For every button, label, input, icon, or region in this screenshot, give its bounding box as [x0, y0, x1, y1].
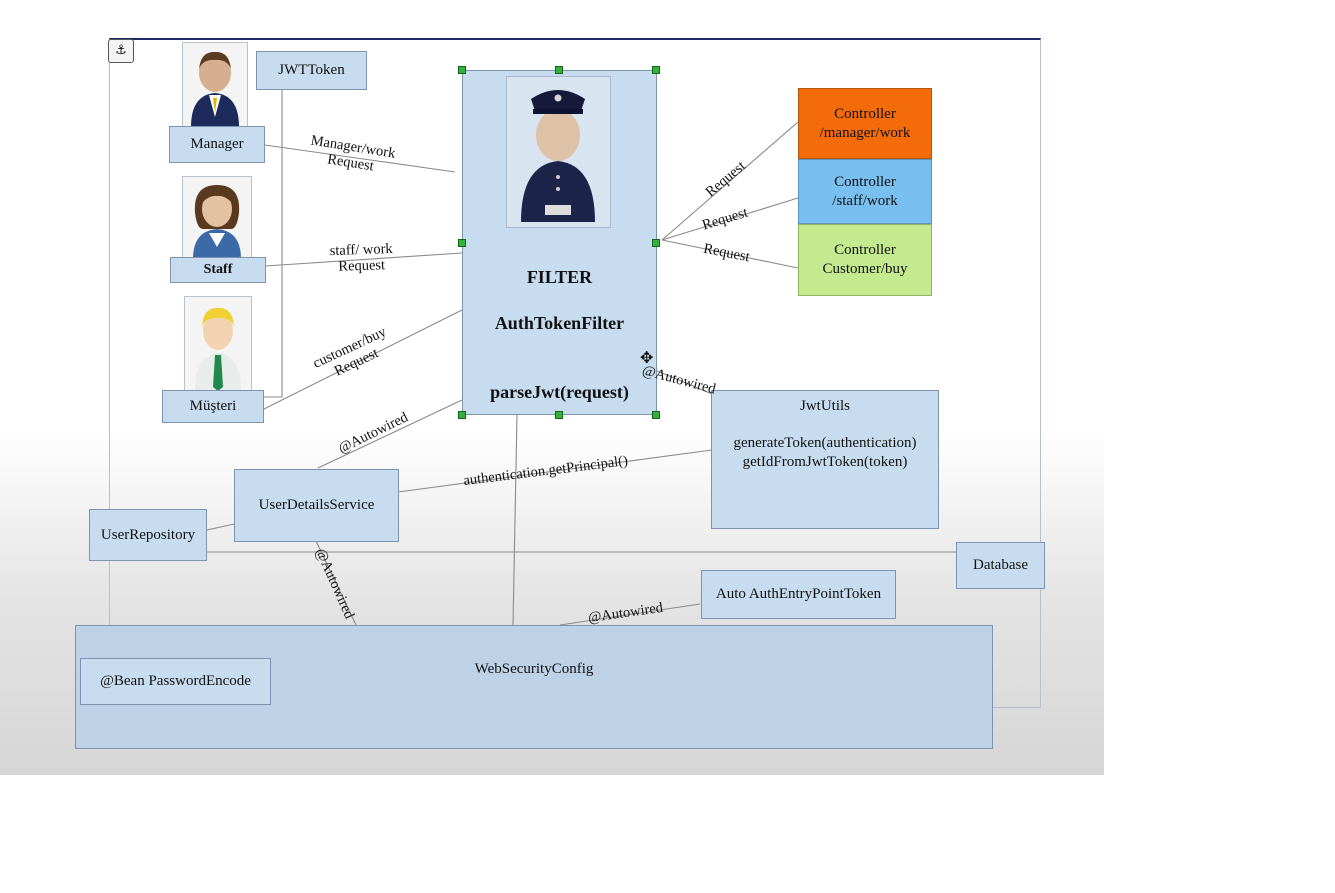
resize-handle[interactable]: [458, 66, 466, 74]
resize-handle[interactable]: [458, 239, 466, 247]
staff-person-icon: [193, 185, 241, 259]
jwt-token-label: JWTToken: [278, 62, 345, 79]
jwt-utils-title: JwtUtils: [799, 398, 850, 414]
auth-entry-point-box[interactable]: Auto AuthEntryPointToken: [701, 570, 896, 619]
user-repository-box[interactable]: UserRepository: [89, 509, 207, 561]
jwt-token-box[interactable]: JWTToken: [256, 51, 367, 90]
get-id-method: getIdFromJwtToken(token): [742, 453, 908, 470]
manager-label: Manager: [190, 136, 244, 153]
database-box[interactable]: Database: [956, 542, 1045, 589]
staff-box[interactable]: Staff: [170, 257, 266, 283]
police-officer-icon: [521, 90, 595, 222]
musteri-box[interactable]: Müşteri: [162, 390, 264, 423]
user-details-service-label: UserDetailsService: [258, 497, 375, 514]
resize-handle[interactable]: [458, 411, 466, 419]
controller1-line: [661, 121, 799, 241]
controller-manager-box[interactable]: Controller/manager/work: [798, 88, 932, 159]
move-cursor-icon: ✥: [640, 348, 654, 367]
password-encode-label: @Bean PasswordEncode: [100, 673, 251, 690]
resize-handle[interactable]: [652, 66, 660, 74]
musteri-avatar: [184, 296, 252, 392]
web-security-config-label: WebSecurityConfig: [474, 661, 594, 677]
auth-entry-point-label: Auto AuthEntryPointToken: [715, 586, 882, 603]
staff-request-label: staff/ work Request: [329, 240, 393, 275]
user-details-service-box[interactable]: UserDetailsService: [234, 469, 399, 542]
resize-handle[interactable]: [652, 239, 660, 247]
staff-request-line: [264, 252, 463, 267]
anchor-icon[interactable]: ⚓: [108, 39, 134, 63]
manager-request-line: [264, 144, 456, 173]
manager-avatar: [182, 42, 248, 128]
musteri-label: Müşteri: [189, 398, 237, 415]
resize-handle[interactable]: [555, 66, 563, 74]
resize-handle[interactable]: [652, 411, 660, 419]
manager-person-icon: [191, 51, 239, 127]
police-avatar: [506, 76, 611, 228]
customer-request-line: [261, 309, 463, 411]
staff-avatar: [182, 176, 252, 260]
controller-staff-box[interactable]: Controller/staff/work: [798, 159, 932, 224]
filter-title: FILTER: [526, 267, 593, 287]
auth-token-filter-box[interactable]: FILTER AuthTokenFilter parseJwt(request): [462, 70, 657, 415]
manager-box[interactable]: Manager: [169, 126, 265, 163]
staff-label: Staff: [203, 262, 233, 278]
filter-method: parseJwt(request): [490, 382, 629, 402]
customer-person-icon: [195, 307, 241, 391]
filter-name: AuthTokenFilter: [494, 313, 625, 333]
resize-handle[interactable]: [555, 411, 563, 419]
user-repository-label: UserRepository: [100, 526, 196, 543]
generate-token-method: generateToken(authentication): [733, 434, 917, 451]
database-label: Database: [973, 557, 1028, 574]
jwt-utils-box[interactable]: JwtUtils generateToken(authentication) g…: [711, 390, 939, 529]
password-encode-box[interactable]: @Bean PasswordEncode: [80, 658, 271, 705]
